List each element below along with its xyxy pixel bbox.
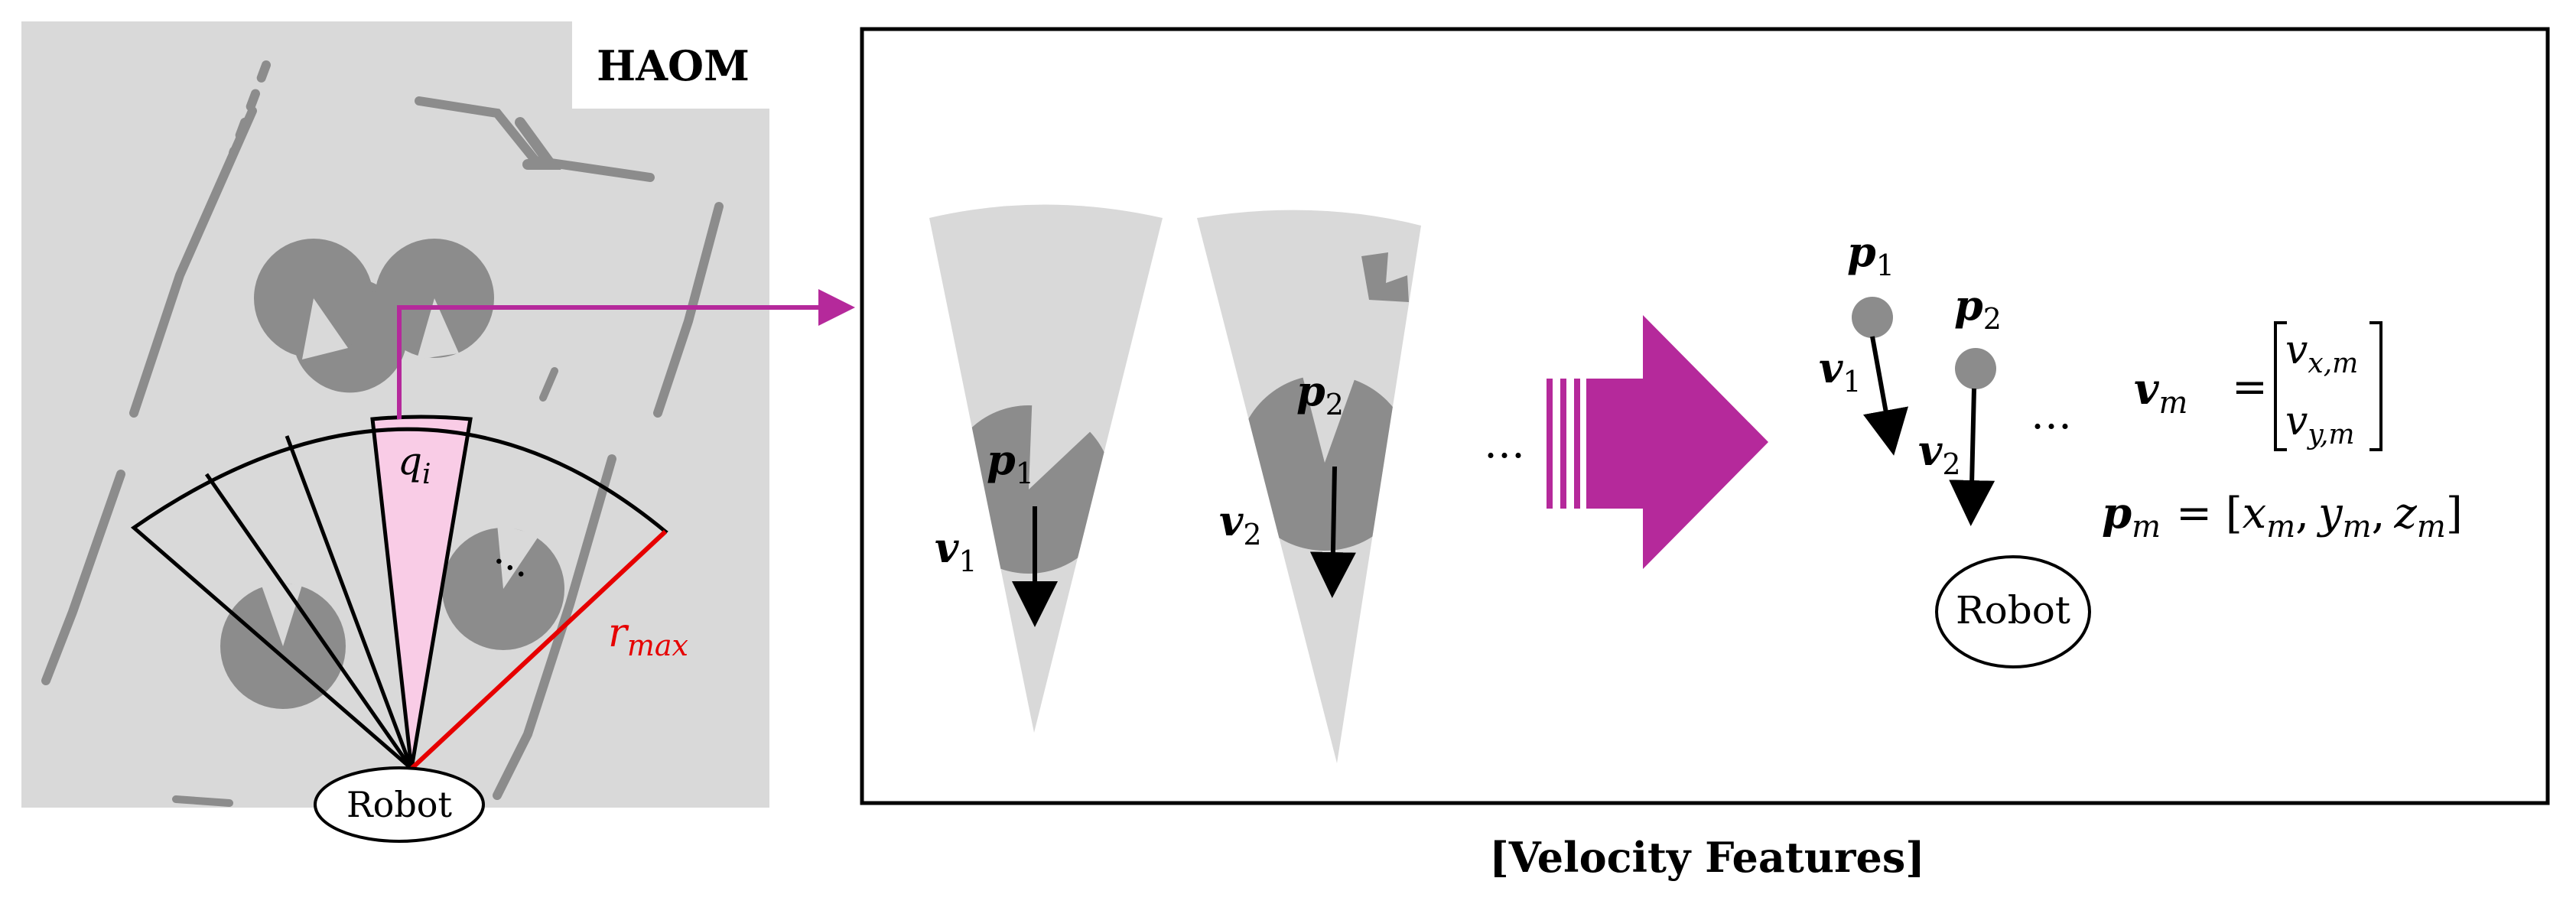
map-background xyxy=(21,21,769,808)
obstacle-layer xyxy=(41,60,724,807)
transform-arrow xyxy=(1547,315,1768,569)
map-robot: Robot xyxy=(314,766,485,843)
wall-segment xyxy=(539,367,558,402)
range-label-rmax: rmax xyxy=(608,610,688,662)
wall-segment xyxy=(41,470,125,685)
cone2-p-label: p2 xyxy=(1296,366,1344,421)
sector-to-features-arrow xyxy=(397,289,855,419)
wall-segment xyxy=(515,117,561,170)
cone2-velocity-arrow xyxy=(1309,466,1356,598)
haom-map-panel: HAOM xyxy=(21,21,855,843)
velocity-features-panel: p1 v1 p2 v2 … p1 xyxy=(860,27,2550,805)
eq-vy: vy,m xyxy=(2285,398,2355,450)
cone2-v-label: v2 xyxy=(1219,496,1262,551)
robot-label: Robot xyxy=(346,784,452,825)
feat-v1-arrow xyxy=(1862,336,1908,456)
matrix-bracket-left xyxy=(2274,321,2287,451)
sector-divider xyxy=(204,473,414,770)
wall-segment xyxy=(129,106,257,418)
arrow-stripe xyxy=(1547,379,1553,509)
matrix-bracket-right xyxy=(2369,321,2382,451)
sector-divider xyxy=(285,435,414,769)
pedestrian-mouth xyxy=(417,298,459,359)
cone-2: p2 v2 xyxy=(1197,210,1421,763)
feat-ellipsis: … xyxy=(2031,390,2072,438)
pedestrian-blobs xyxy=(220,239,564,709)
figure-caption: [Velocity Features] xyxy=(1489,833,1925,882)
feat-v1-label: v1 xyxy=(1819,343,1862,398)
pedestrian-mouth xyxy=(497,524,539,589)
range-line xyxy=(409,529,668,771)
pedestrian-mouth xyxy=(1300,367,1358,463)
robot-ellipse xyxy=(314,766,485,843)
wall-segment xyxy=(493,454,616,800)
feat-p2-label: p2 xyxy=(1954,281,2002,336)
feat-robot-label: Robot xyxy=(1956,588,2070,632)
cone1-p-label: p1 xyxy=(987,435,1034,490)
cone1-v-label: v1 xyxy=(935,523,977,578)
eq-vx: vx,m xyxy=(2285,327,2358,379)
arrow-body xyxy=(1586,315,1768,569)
sector-label-qi: qi xyxy=(398,439,431,490)
wall-segment xyxy=(415,96,655,182)
eq-p-line: pm= [xm,ym,zm] xyxy=(2102,488,2463,545)
feat-point-2 xyxy=(1955,348,1996,389)
feat-point-1 xyxy=(1852,297,1893,338)
cones-ellipsis: … xyxy=(1484,419,1525,467)
wall-segment xyxy=(172,795,233,807)
pedestrian-mouth xyxy=(302,298,348,359)
feat-p1-label: p1 xyxy=(1847,227,1895,282)
arrow-stripe xyxy=(1560,379,1566,509)
map-title: HAOM xyxy=(597,41,750,90)
sector-highlight-qi xyxy=(370,415,473,769)
title-box xyxy=(572,21,769,109)
feature-equations: vm = vx,m vy,m pm= [xm,ym,zm] xyxy=(2102,321,2463,545)
obstacle-fragment xyxy=(1361,252,1409,302)
wall-segment xyxy=(653,202,724,418)
feat-v2-arrow xyxy=(1949,388,1995,526)
arrow-stripe xyxy=(1574,379,1580,509)
eq-v-lhs: vm xyxy=(2134,364,2187,421)
pedestrian-mouth xyxy=(1029,390,1094,489)
feat-robot-ellipse xyxy=(1935,555,2091,668)
feat-v2-label: v2 xyxy=(1918,426,1961,481)
sector-outline xyxy=(130,427,668,772)
feature-points: p1 v1 p2 v2 … Robot xyxy=(1819,227,2091,668)
sensing-sector-fan: qi … rmax xyxy=(130,415,688,772)
eq-v-equals: = xyxy=(2232,363,2268,412)
